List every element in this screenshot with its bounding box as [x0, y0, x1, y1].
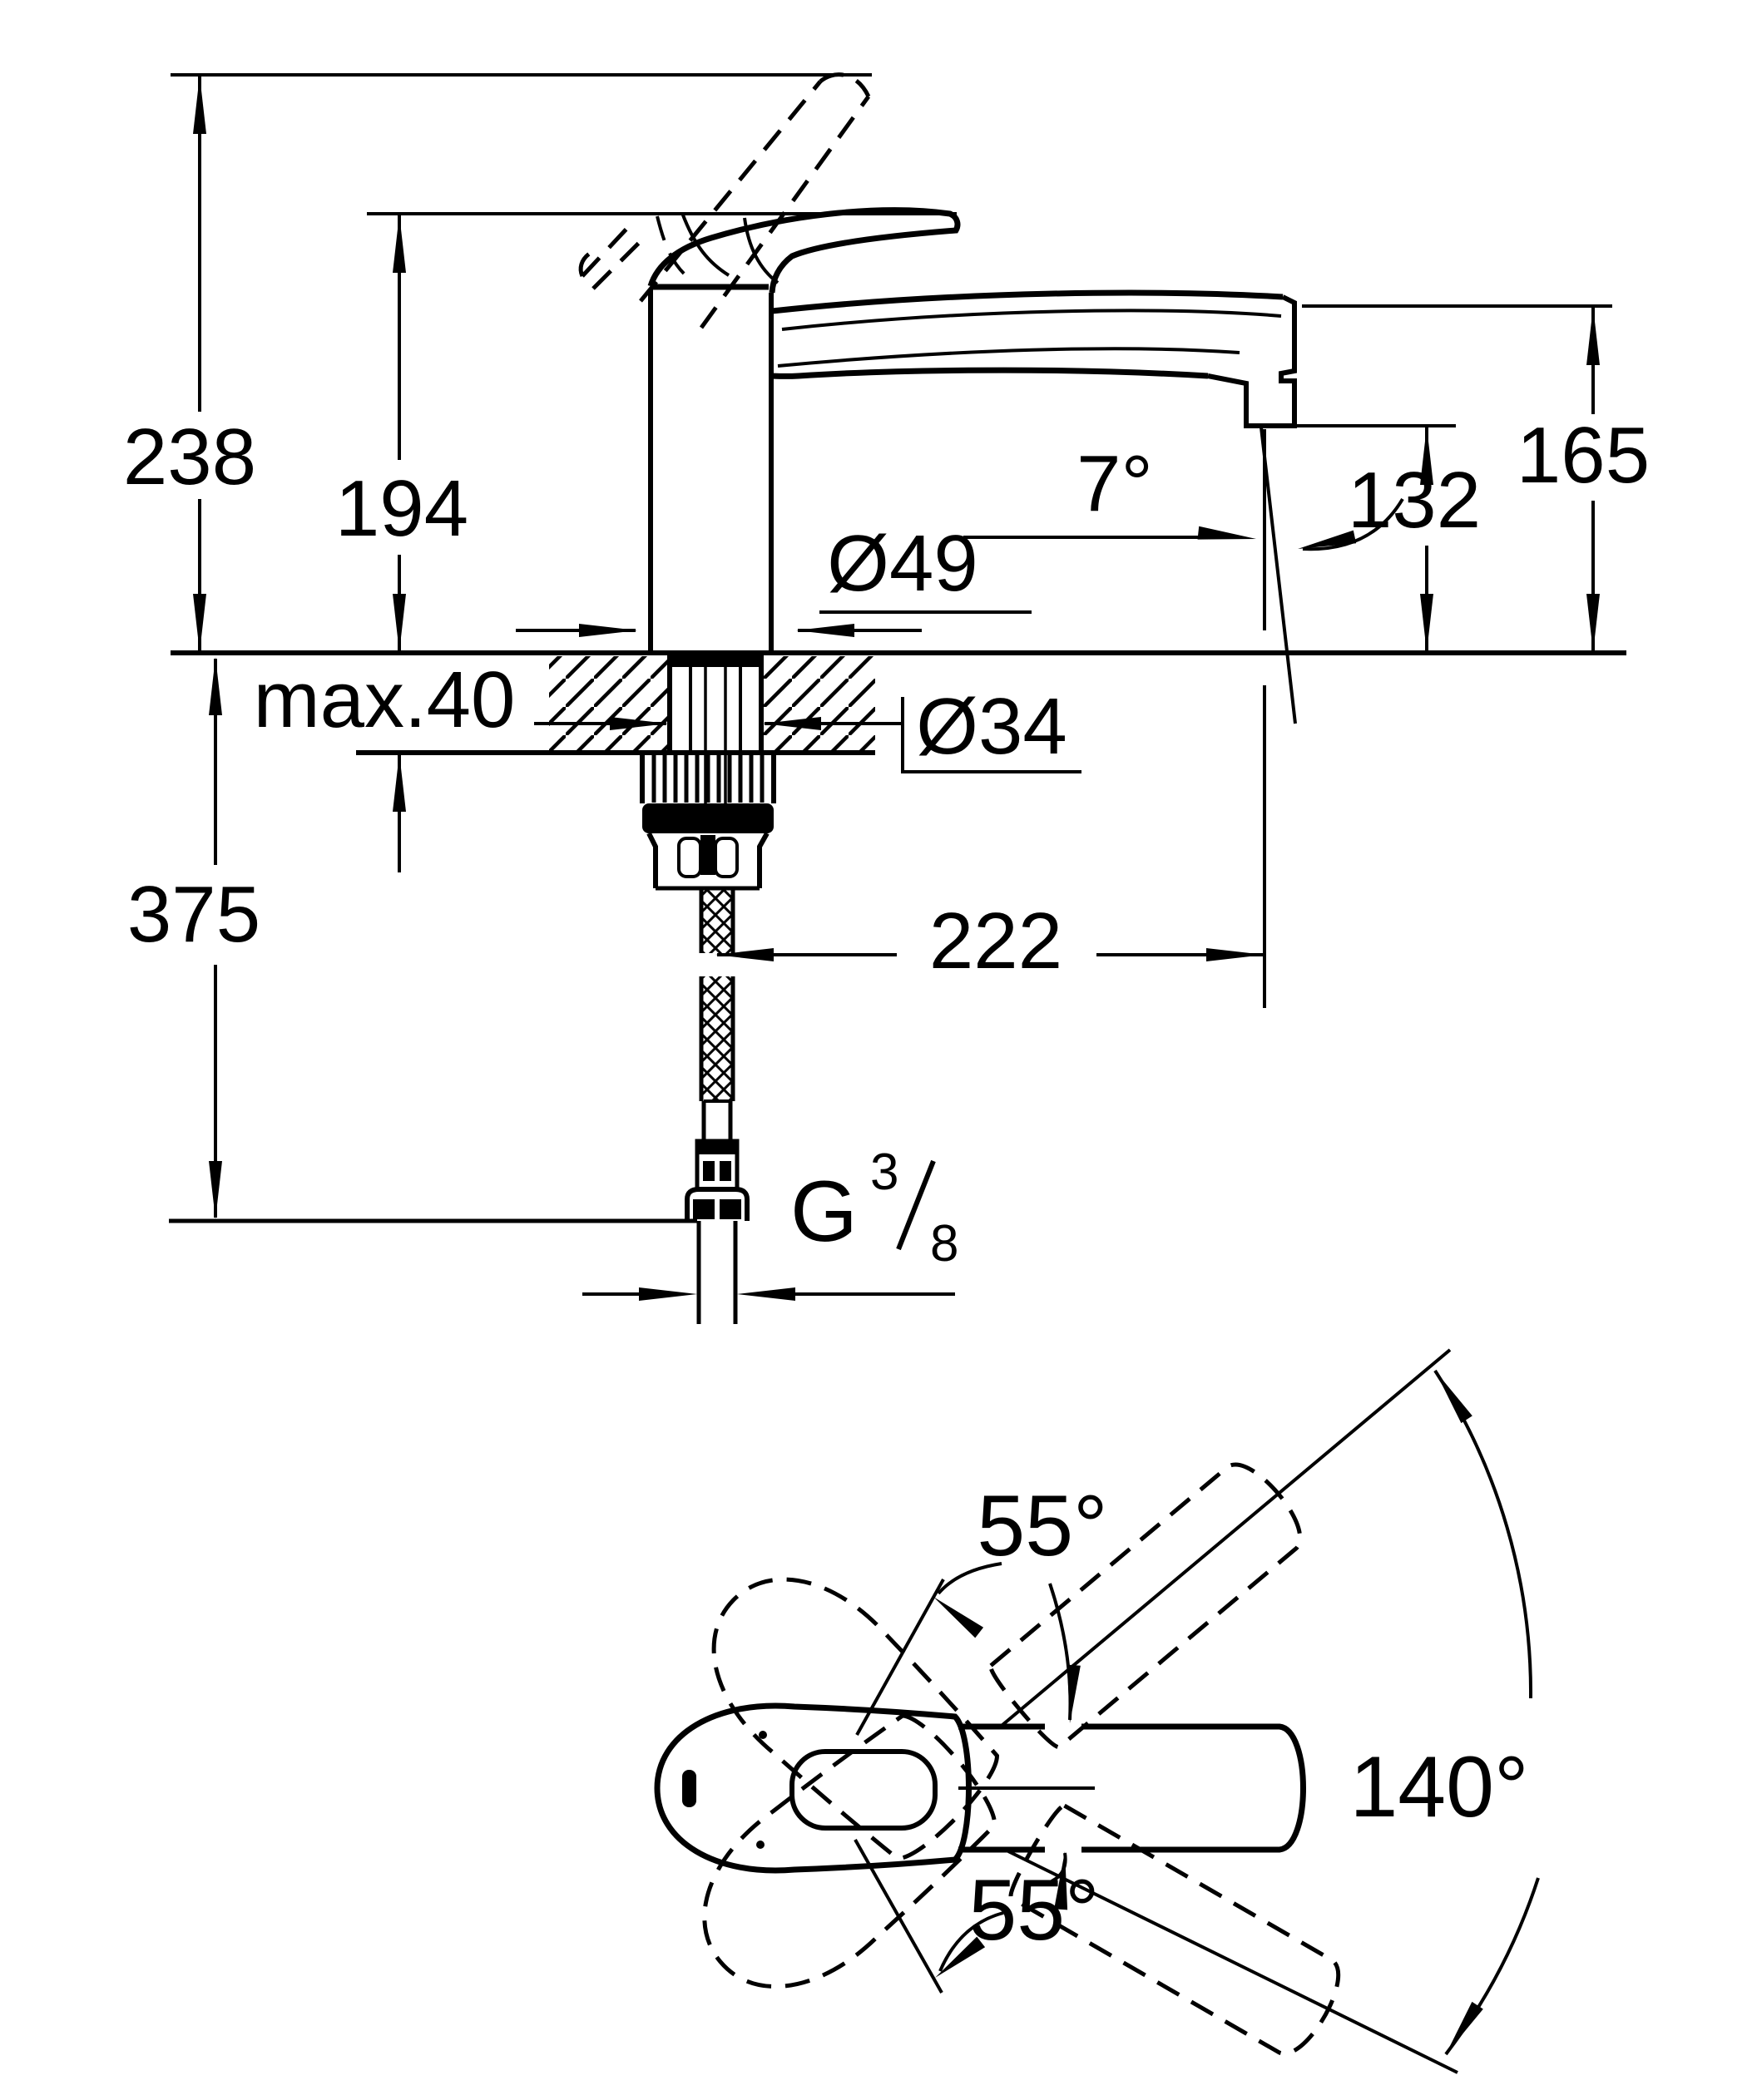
handle-knob-slot [682, 1770, 696, 1807]
under-counter-assembly [640, 653, 776, 1324]
lever-raised-dashed [578, 72, 871, 329]
dim-max40-label: max.40 [254, 655, 516, 744]
spout-inner-line-2 [777, 347, 1240, 368]
dimension-222: 222 [715, 897, 1265, 986]
dimension-55deg-lower: 55° [935, 1851, 1100, 1978]
arrowhead-down [1420, 594, 1433, 652]
stream-7deg-line [1260, 427, 1297, 724]
hatch-right [761, 656, 875, 750]
dim-165-label: 165 [1517, 411, 1650, 500]
spout-inner-line-1 [781, 309, 1282, 331]
dimension-max40: max.40 [254, 655, 516, 872]
lever-base-detail-1 [681, 212, 730, 277]
dim-55deg-lower-label: 55° [968, 1862, 1099, 1959]
arrowhead-left [715, 948, 774, 961]
spout-axis-upper [1001, 1348, 1452, 1727]
dim-238-label: 238 [123, 413, 256, 502]
arrowhead-up [393, 215, 406, 273]
arrowhead-up [193, 76, 206, 134]
arrowhead-left [763, 717, 821, 730]
dimension-375: 375 [127, 657, 260, 1219]
arrowhead-left [737, 1287, 795, 1301]
dim-dia34-label: Ø34 [916, 682, 1067, 771]
spout-top-edge [771, 289, 1284, 314]
arrowhead-arc-top [1435, 1371, 1472, 1424]
arrowhead-inner [1054, 1851, 1068, 1910]
reference-lines [169, 73, 1626, 1223]
dim-140deg-label: 140° [1349, 1739, 1528, 1836]
dim-55deg-upper-label: 55° [977, 1478, 1107, 1574]
g38-label-numerator: 3 [870, 1144, 898, 1201]
dim-dia49-label: Ø49 [827, 519, 977, 608]
arrowhead-right [579, 624, 637, 637]
dim-132-label: 132 [1348, 456, 1481, 545]
g38-pipe [696, 1221, 738, 1324]
spout-top-view [958, 1723, 1306, 1853]
hatch-left [549, 656, 670, 750]
arrowhead-down [1586, 594, 1600, 652]
dimension-dia49: Ø49 [516, 519, 1032, 637]
dimension-194: 194 [335, 215, 468, 652]
g38-label-denominator: 8 [930, 1215, 958, 1272]
lever-base-detail-2 [743, 217, 779, 284]
spout-bottom-edge [771, 367, 1209, 379]
dim-194-label: 194 [335, 464, 468, 553]
arrowhead-outer [935, 1936, 986, 1978]
g38-label-g: G [790, 1164, 858, 1260]
outlet-axis-lines [1260, 427, 1297, 1008]
g38-fraction-slash [896, 1159, 936, 1251]
arrowhead-up [209, 657, 222, 715]
spout [771, 289, 1297, 428]
dimension-7deg: 7° [963, 439, 1404, 551]
arrowhead-right [610, 717, 668, 730]
dimension-165: 165 [1517, 307, 1650, 652]
arrowhead-right [1197, 526, 1256, 540]
dim-375-label: 375 [127, 870, 260, 959]
handle-top-view [657, 1706, 969, 1870]
dimension-238: 238 [123, 76, 256, 652]
arrowhead-up [1420, 427, 1433, 485]
arrowhead-inner [1067, 1664, 1081, 1723]
arrowhead-down [193, 594, 206, 652]
leader-line [901, 697, 1081, 773]
hose-coupling [646, 832, 770, 891]
spout-end-aerator [1207, 294, 1297, 428]
hose-connector [685, 1139, 750, 1221]
mounting-nut [640, 753, 776, 833]
dimension-g38: G 3 8 [582, 1144, 958, 1301]
arrowhead-right [1206, 948, 1265, 961]
nut-ribs [651, 754, 765, 803]
dimension-dia34: Ø34 [534, 682, 1081, 773]
faucet-side-view [578, 72, 1297, 1008]
top-view: 140° 55° 55° [657, 1348, 1540, 2074]
dim-7deg-label: 7° [1076, 439, 1153, 528]
arrowhead-up [1586, 307, 1600, 365]
dimension-140deg: 140° [1349, 1369, 1540, 2056]
dim-222-label: 222 [929, 897, 1062, 986]
dimension-132: 132 [1348, 427, 1481, 652]
arrowhead-down [393, 594, 406, 652]
dimension-55deg-upper: 55° [933, 1478, 1108, 1723]
angle-arc [1302, 497, 1404, 551]
arrowhead-up [393, 754, 406, 812]
arrowhead-down [209, 1161, 222, 1219]
arrowhead-right [639, 1287, 697, 1301]
supply-hose [699, 890, 735, 1141]
arrowhead-arc-bottom [1446, 2001, 1483, 2054]
handle-inner-outline [789, 1749, 938, 1831]
spout-axis-lower [1007, 1850, 1458, 2074]
nut-bottom-band [642, 803, 774, 833]
lever-solid [647, 207, 961, 294]
arrowhead-arc [1298, 530, 1357, 549]
arrowhead-outer [933, 1597, 984, 1638]
arrowhead-left [796, 624, 854, 637]
countertop-section [549, 656, 875, 750]
